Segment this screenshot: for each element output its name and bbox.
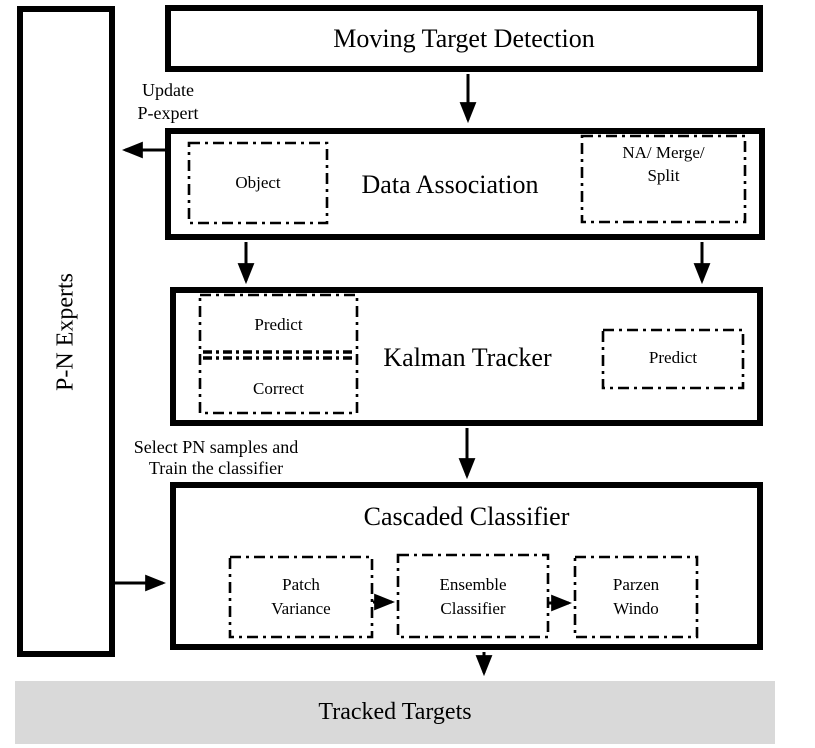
predict-right-label: Predict — [648, 348, 698, 367]
ensemble-classifier-label: Ensemble Classifier — [439, 575, 507, 618]
pn-experts-box: P-N Experts — [17, 6, 115, 657]
select-pn-annotation: Select PN samples and Train the classifi… — [133, 437, 299, 478]
cascaded-classifier-label: Cascaded Classifier — [363, 502, 570, 531]
pn-experts-label: P-N Experts — [52, 272, 79, 391]
update-p-expert-annotation: Update P-expert — [137, 80, 199, 123]
tracked-targets-bar: Tracked Targets — [15, 681, 775, 744]
data-association-label: Data Association — [361, 170, 539, 199]
kalman-tracker-label: Kalman Tracker — [383, 343, 552, 372]
correct-label: Correct — [253, 379, 304, 398]
tracked-targets-label: Tracked Targets — [318, 699, 472, 725]
moving-target-detection-label: Moving Target Detection — [333, 23, 595, 53]
patch-variance-label: Patch Variance — [271, 575, 331, 618]
predict-top-label: Predict — [254, 315, 303, 334]
moving-target-detection-box: Moving Target Detection — [165, 5, 763, 72]
na-merge-split-label: NA/ Merge/ Split — [622, 143, 705, 185]
parzen-window-label: Parzen Windo — [612, 575, 660, 618]
object-label: Object — [235, 173, 281, 192]
